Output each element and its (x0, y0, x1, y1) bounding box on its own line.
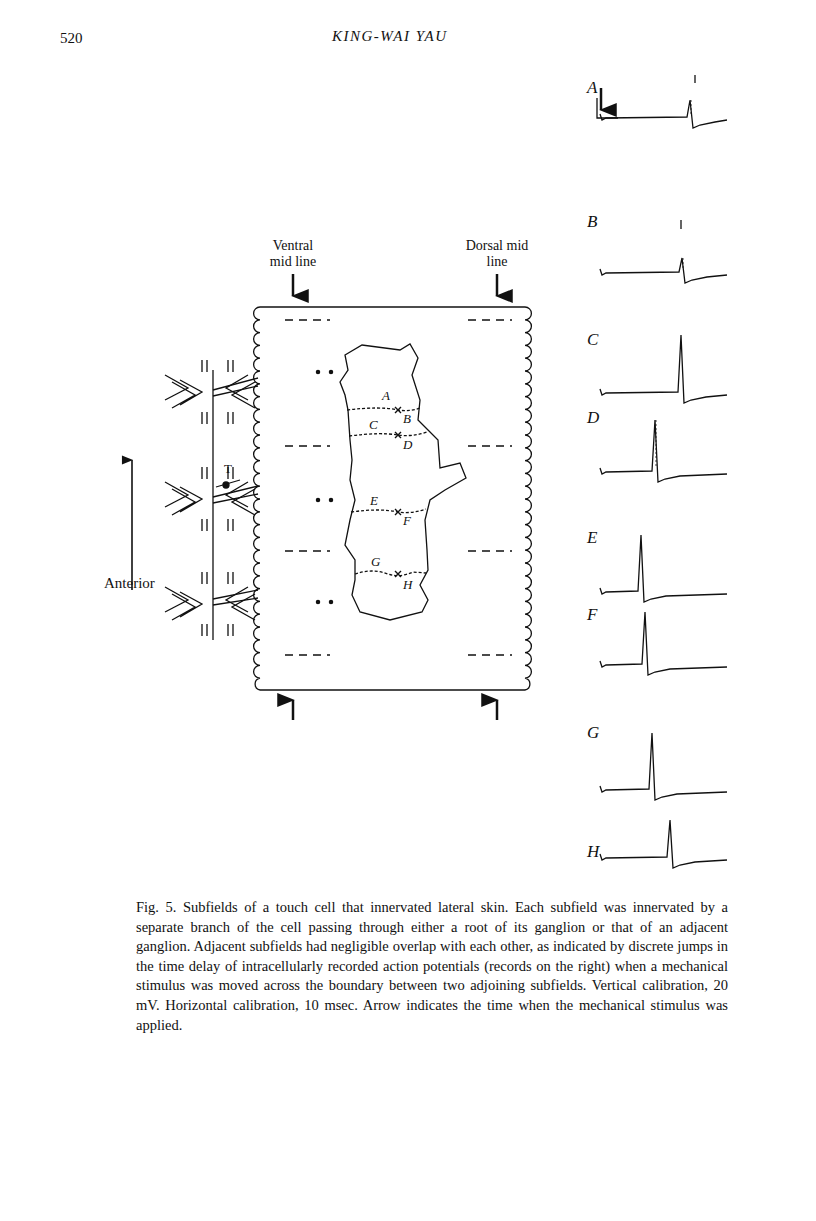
touch-cell-body (223, 482, 229, 488)
subfield-letter: A (382, 389, 390, 404)
sensillum-dot (316, 370, 319, 373)
page-number: 520 (60, 30, 83, 47)
segment-boundary (285, 654, 330, 655)
action-potential-trace (600, 733, 727, 800)
skin-edge (260, 306, 525, 307)
subfield-boundary (347, 408, 420, 411)
segment-boundary (468, 445, 512, 446)
faint-spike (683, 258, 684, 269)
skin-edge (260, 689, 525, 690)
segment-boundary (468, 654, 512, 655)
skin-edge (525, 307, 531, 690)
trace-letter: B (587, 212, 597, 232)
skin-edge (254, 307, 260, 690)
trace-letter: G (587, 723, 599, 743)
subfield-letter: F (403, 514, 411, 529)
subfield-letter: H (403, 578, 412, 593)
segment-boundary (285, 550, 330, 551)
sensillum-dot (329, 370, 332, 373)
action-potential-trace (600, 535, 727, 602)
action-potential-trace (600, 335, 727, 403)
trace-letter: E (587, 528, 597, 548)
subfield-letter: G (371, 555, 380, 570)
midline-arrow (496, 700, 499, 720)
ganglion (165, 467, 255, 531)
subfield-letter: B (403, 412, 411, 427)
anterior-arrow (131, 460, 133, 590)
action-potential-trace (600, 100, 727, 128)
subfield-boundary (349, 432, 427, 436)
sensillum-dot (329, 600, 332, 603)
action-potential-trace (600, 420, 727, 482)
midline-arrow (292, 700, 295, 720)
stimulus-arrow (600, 88, 603, 110)
sensillum-dot (329, 498, 332, 501)
trace-letter: H (587, 842, 599, 862)
subfield-boundary (351, 509, 426, 513)
ganglion (165, 360, 255, 424)
tick-mark (680, 220, 681, 229)
action-potential-trace (600, 820, 727, 868)
ganglion (165, 572, 255, 636)
axis-label: Anterior (104, 575, 155, 592)
segment-boundary (468, 550, 512, 551)
trace-letter: A (587, 78, 597, 98)
sensillum-dot (316, 498, 319, 501)
subfield-boundary (355, 571, 426, 576)
midline-arrow (496, 274, 499, 296)
subfield-letter: E (370, 494, 378, 509)
action-potential-trace (600, 258, 727, 283)
faint-spike (691, 100, 692, 114)
trace-letter: F (587, 605, 597, 625)
subfield-letter: C (369, 418, 378, 433)
receptive-field-outline (340, 344, 466, 620)
sensillum-dot (316, 600, 319, 603)
axis-label: Ventral mid line (261, 238, 325, 270)
figure-caption: Fig. 5. Subfields of a touch cell that i… (136, 898, 728, 1035)
action-potential-trace (600, 612, 727, 675)
tick-mark (694, 75, 695, 83)
stimulus-marks (395, 407, 401, 577)
touch-cell-branch (213, 378, 258, 605)
axis-label: Dorsal mid line (465, 238, 529, 270)
ganglion-schematic (165, 360, 258, 640)
running-head: KING-WAI YAU (332, 28, 447, 45)
subfield-letter: D (403, 438, 412, 453)
segment-boundary (285, 319, 330, 320)
trace-letter: C (587, 330, 598, 350)
segment-boundary (285, 445, 330, 446)
cell-label: T (224, 462, 232, 477)
midline-arrow (292, 274, 295, 296)
trace-letter: D (587, 408, 599, 428)
faint-spike (656, 420, 657, 468)
segment-boundary (468, 319, 512, 320)
